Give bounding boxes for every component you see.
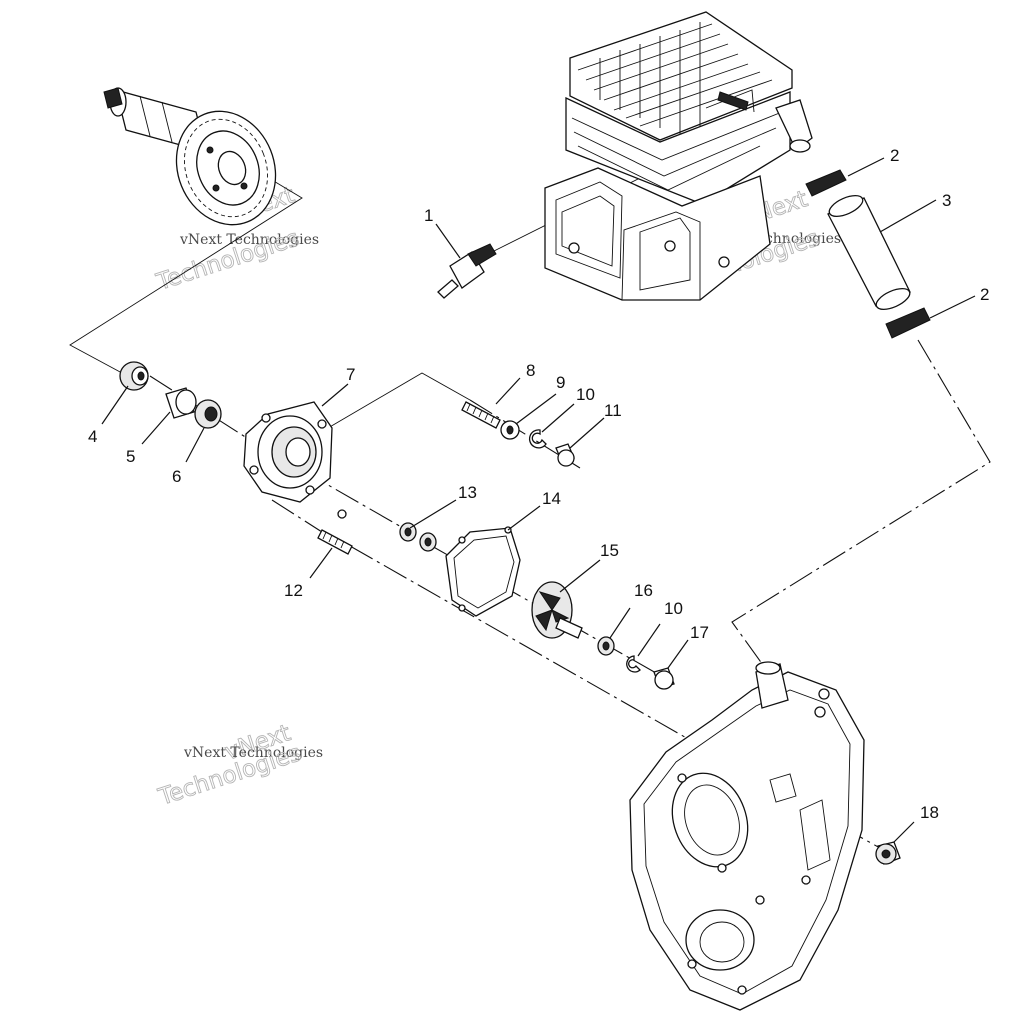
label-14: 14: [542, 489, 561, 508]
lock-washer-10b: [626, 655, 641, 673]
watermark-bottom-left: vNext vNext Technologies Technologies: [154, 720, 323, 812]
watermark-text: vNext Technologies: [183, 745, 323, 761]
crankcase-cover: [629, 661, 865, 1011]
cylinder-head-assembly: [544, 11, 813, 301]
label-1: 1: [424, 206, 433, 225]
hose-and-clamps: [805, 169, 931, 339]
pump-gasket: [445, 526, 521, 617]
label-18: 18: [920, 803, 939, 822]
label-4: 4: [88, 427, 97, 446]
label-13: 13: [458, 483, 477, 502]
label-3: 3: [942, 191, 951, 210]
drive-gear-shaft: [103, 87, 277, 226]
bearings-and-seals: [119, 361, 222, 429]
label-8: 8: [526, 361, 535, 380]
spark-plug: [437, 243, 497, 299]
label-12: 12: [284, 581, 303, 600]
callout-leaders: [101, 157, 976, 843]
stud-hardware: [461, 401, 575, 467]
watermark-text: vNext Technologies: [179, 232, 319, 248]
impeller-hardware: [597, 636, 675, 690]
label-9: 9: [556, 373, 565, 392]
label-17: 17: [690, 623, 709, 642]
water-pump-impeller: [531, 581, 583, 639]
lock-washer-10: [529, 429, 547, 449]
label-10-upper: 10: [576, 385, 595, 404]
pump-housing: [243, 401, 347, 519]
part-labels: 1 2 3 2 4 5 6 7 8 9 10 11 12 13 14 15 16…: [88, 146, 989, 822]
label-11: 11: [604, 401, 622, 420]
label-2-lower: 2: [980, 285, 989, 304]
label-6: 6: [172, 467, 181, 486]
label-5: 5: [126, 447, 135, 466]
hose-clamp-lower: [885, 307, 931, 339]
label-15: 15: [600, 541, 619, 560]
label-7: 7: [346, 365, 355, 384]
label-2-upper: 2: [890, 146, 899, 165]
stud-8: [461, 401, 501, 429]
bolt-18: [875, 841, 901, 865]
hose-clamp-upper: [805, 169, 847, 197]
label-16: 16: [634, 581, 653, 600]
label-10-lower: 10: [664, 599, 683, 618]
stud-12-and-seals: [317, 522, 437, 555]
